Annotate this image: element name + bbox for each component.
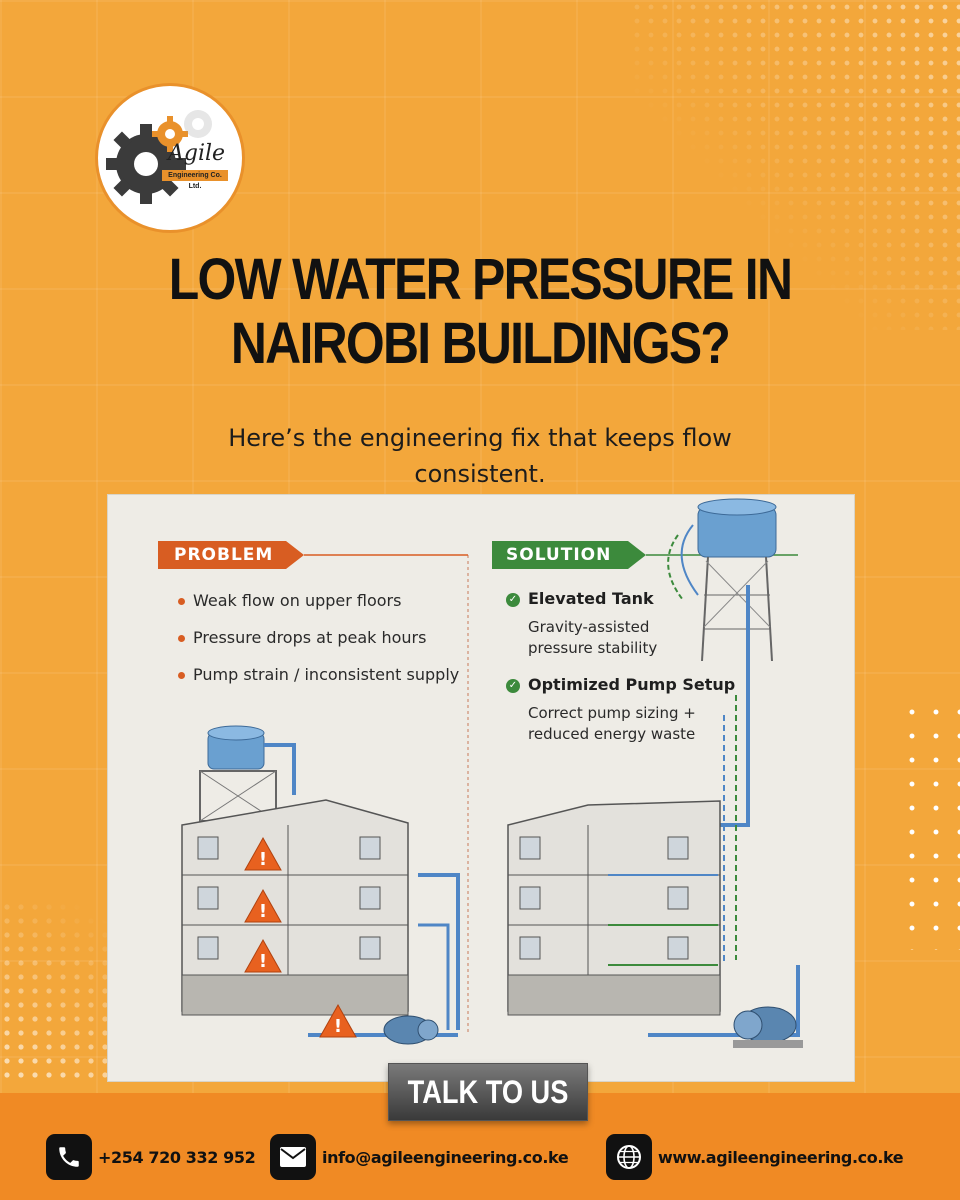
solution-heading: ✓Optimized Pump Setup [506, 675, 735, 694]
solution-description: Correct pump sizing + reduced energy was… [528, 704, 696, 743]
check-icon: ✓ [506, 678, 520, 693]
decorative-dots-top-right [630, 0, 960, 330]
bullet-icon [178, 672, 185, 679]
email-address: info@agileengineering.co.ke [322, 1147, 569, 1167]
decorative-dots-right [900, 700, 960, 950]
warning-icon: ! [319, 1003, 357, 1038]
solution-building-illustration [507, 498, 803, 1048]
contact-website[interactable]: www.agileengineering.co.ke [606, 1133, 904, 1181]
phone-icon [46, 1134, 92, 1180]
svg-text:!: ! [259, 901, 267, 922]
svg-text:!: ! [334, 1016, 342, 1037]
logo-subtitle: Engineering Co. Ltd. [162, 170, 228, 190]
website-url: www.agileengineering.co.ke [658, 1147, 904, 1167]
problem-building-illustration: ! ! ! ! [181, 725, 460, 1045]
contact-email[interactable]: info@agileengineering.co.ke [270, 1133, 569, 1181]
cta-label: TALK TO US [407, 1074, 569, 1110]
infographic-panel: ! ! ! ! [107, 494, 855, 1082]
warning-icon: ! [244, 836, 282, 871]
page-title: LOW WATER PRESSURE IN NAIROBI BUILDINGS? [168, 247, 793, 376]
page-subtitle: Here’s the engineering fix that keeps fl… [228, 424, 732, 488]
solution-title: SOLUTION [506, 545, 612, 565]
gear-icon [106, 110, 212, 204]
problem-item: Pressure drops at peak hours [178, 628, 426, 647]
solution-heading: ✓Elevated Tank [506, 589, 654, 608]
check-icon: ✓ [506, 592, 520, 607]
problem-item: Weak flow on upper floors [178, 591, 401, 610]
contact-phone[interactable]: +254 720 332 952 [46, 1133, 256, 1181]
bullet-icon [178, 598, 185, 605]
problem-title: PROBLEM [174, 545, 274, 565]
warning-icon: ! [244, 888, 282, 923]
mail-icon [270, 1134, 316, 1180]
infographic-illustration: ! ! ! ! [158, 498, 803, 1048]
svg-text:!: ! [259, 849, 267, 870]
logo-name: Agile [168, 141, 226, 166]
globe-icon [606, 1134, 652, 1180]
company-logo: Agile Engineering Co. Ltd. [95, 83, 245, 233]
solution-description: Gravity-assisted pressure stability [528, 618, 658, 657]
svg-text:!: ! [259, 951, 267, 972]
problem-item: Pump strain / inconsistent supply [178, 665, 459, 684]
talk-to-us-button[interactable]: TALK TO US [388, 1063, 588, 1121]
bullet-icon [178, 635, 185, 642]
phone-number: +254 720 332 952 [98, 1147, 256, 1167]
warning-icon: ! [244, 938, 282, 973]
